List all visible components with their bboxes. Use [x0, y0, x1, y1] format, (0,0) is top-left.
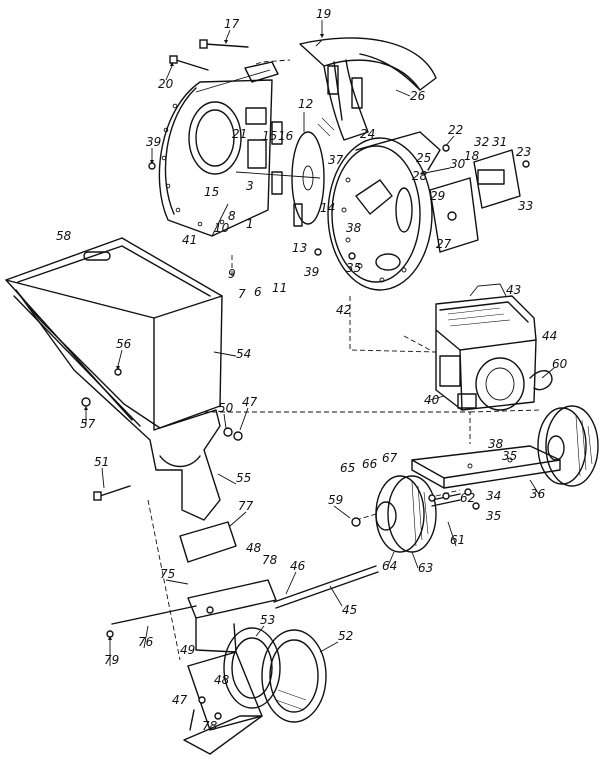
- callout-41: 41: [182, 233, 197, 247]
- callout-39-lower: 39: [304, 265, 319, 279]
- callout-50: 50: [218, 401, 234, 415]
- callout-16-upper: 16: [278, 129, 294, 143]
- callout-12: 12: [298, 97, 313, 111]
- callout-31: 31: [492, 135, 507, 149]
- callout-21: 21: [232, 127, 247, 141]
- bolt-17-drawing: [199, 39, 249, 49]
- callout-48-lower: 48: [214, 673, 230, 687]
- callout-75: 75: [160, 567, 175, 581]
- callout-62: 62: [460, 491, 475, 505]
- top-hood-26-drawing: [299, 37, 437, 141]
- callout-15-upper: 15: [262, 129, 277, 143]
- callout-40: 40: [424, 393, 440, 407]
- callout-36: 36: [530, 487, 546, 501]
- callout-60: 60: [552, 357, 568, 371]
- callout-17: 17: [224, 17, 240, 31]
- callout-44: 44: [542, 329, 557, 343]
- callout-64: 64: [382, 559, 397, 573]
- callout-56: 56: [116, 337, 132, 351]
- callout-42: 42: [336, 303, 351, 317]
- callout-23: 23: [516, 145, 531, 159]
- callout-55: 55: [236, 471, 251, 485]
- callout-58: 58: [56, 229, 72, 243]
- rod-76-drawing: [111, 605, 197, 625]
- callout-61: 61: [450, 533, 465, 547]
- callout-26: 26: [410, 89, 426, 103]
- callout-30: 30: [450, 157, 466, 171]
- callout-76: 76: [138, 635, 154, 649]
- callout-labels: 17 19 20 26 12 22 39 21 15 16 24 25 32 3…: [56, 7, 568, 733]
- callout-24: 24: [360, 127, 375, 141]
- callout-9: 9: [228, 267, 236, 281]
- rear-housing-41-drawing: [158, 61, 279, 237]
- callout-14: 14: [320, 201, 335, 215]
- lower-frame-drawing: [183, 579, 327, 755]
- wheel-left-drawing: [375, 475, 437, 553]
- callout-7: 7: [238, 287, 246, 301]
- callout-20: 20: [158, 77, 174, 91]
- callout-29: 29: [430, 189, 445, 203]
- callout-51: 51: [94, 455, 109, 469]
- callout-25: 25: [416, 151, 431, 165]
- shaft-45-drawing: [273, 565, 379, 609]
- callout-78-lower: 78: [202, 719, 218, 733]
- callout-1: 1: [246, 217, 254, 231]
- callout-35-upper: 35: [346, 261, 361, 275]
- engine-43-44-drawing: [435, 283, 553, 411]
- callout-35-mid: 35: [502, 449, 517, 463]
- chute-bracket-drawing: [419, 149, 521, 253]
- callout-34: 34: [486, 489, 501, 503]
- callout-27: 27: [436, 237, 452, 251]
- callout-19: 19: [316, 7, 331, 21]
- callout-63: 63: [418, 561, 433, 575]
- assembly-leader-lines: [147, 59, 541, 661]
- callout-65-upper: 65: [340, 461, 355, 475]
- callout-28-upper: 28: [412, 169, 428, 183]
- wheel-right-drawing: [537, 405, 599, 487]
- hardware-nuts-washers: [81, 144, 530, 720]
- callout-32: 32: [474, 135, 489, 149]
- callout-37: 37: [328, 153, 344, 167]
- callout-57: 57: [80, 417, 96, 431]
- callout-22: 22: [448, 123, 463, 137]
- callout-54: 54: [236, 347, 251, 361]
- callout-15-lower: 15: [204, 185, 219, 199]
- callout-39-upper: 39: [146, 135, 161, 149]
- callout-46: 46: [290, 559, 306, 573]
- callout-47-lower: 47: [172, 693, 188, 707]
- callout-59: 59: [328, 493, 343, 507]
- callout-11: 11: [272, 281, 287, 295]
- hopper-58-drawing: [5, 237, 223, 521]
- callout-3: 3: [246, 179, 254, 193]
- callout-77: 77: [238, 499, 254, 513]
- callout-79: 79: [104, 653, 119, 667]
- callout-53: 53: [260, 613, 275, 627]
- bolt-51-drawing: [93, 485, 131, 501]
- callout-52: 52: [338, 629, 353, 643]
- callout-18-upper: 18: [464, 149, 480, 163]
- callout-10: 10: [214, 221, 230, 235]
- callout-47-upper: 47: [242, 395, 258, 409]
- callout-43: 43: [506, 283, 521, 297]
- callout-48-upper: 48: [246, 541, 262, 555]
- plate-77-drawing: [179, 521, 237, 563]
- callout-33: 33: [518, 199, 533, 213]
- callout-8: 8: [228, 209, 236, 223]
- callout-13: 13: [292, 241, 307, 255]
- front-housing-42-drawing: [327, 131, 441, 291]
- base-plate-36-drawing: [411, 445, 561, 489]
- callout-45: 45: [342, 603, 357, 617]
- rotor-disc-12-drawing: [235, 121, 325, 227]
- callout-38-lower: 38: [488, 437, 504, 451]
- callout-67: 67: [382, 451, 398, 465]
- callout-49: 49: [180, 643, 195, 657]
- callout-6: 6: [254, 285, 262, 299]
- callout-78-upper: 78: [262, 553, 278, 567]
- bolt-20-drawing: [169, 55, 209, 71]
- callout-66: 66: [362, 457, 378, 471]
- callout-35-lower: 35: [486, 509, 501, 523]
- callout-38-upper: 38: [346, 221, 362, 235]
